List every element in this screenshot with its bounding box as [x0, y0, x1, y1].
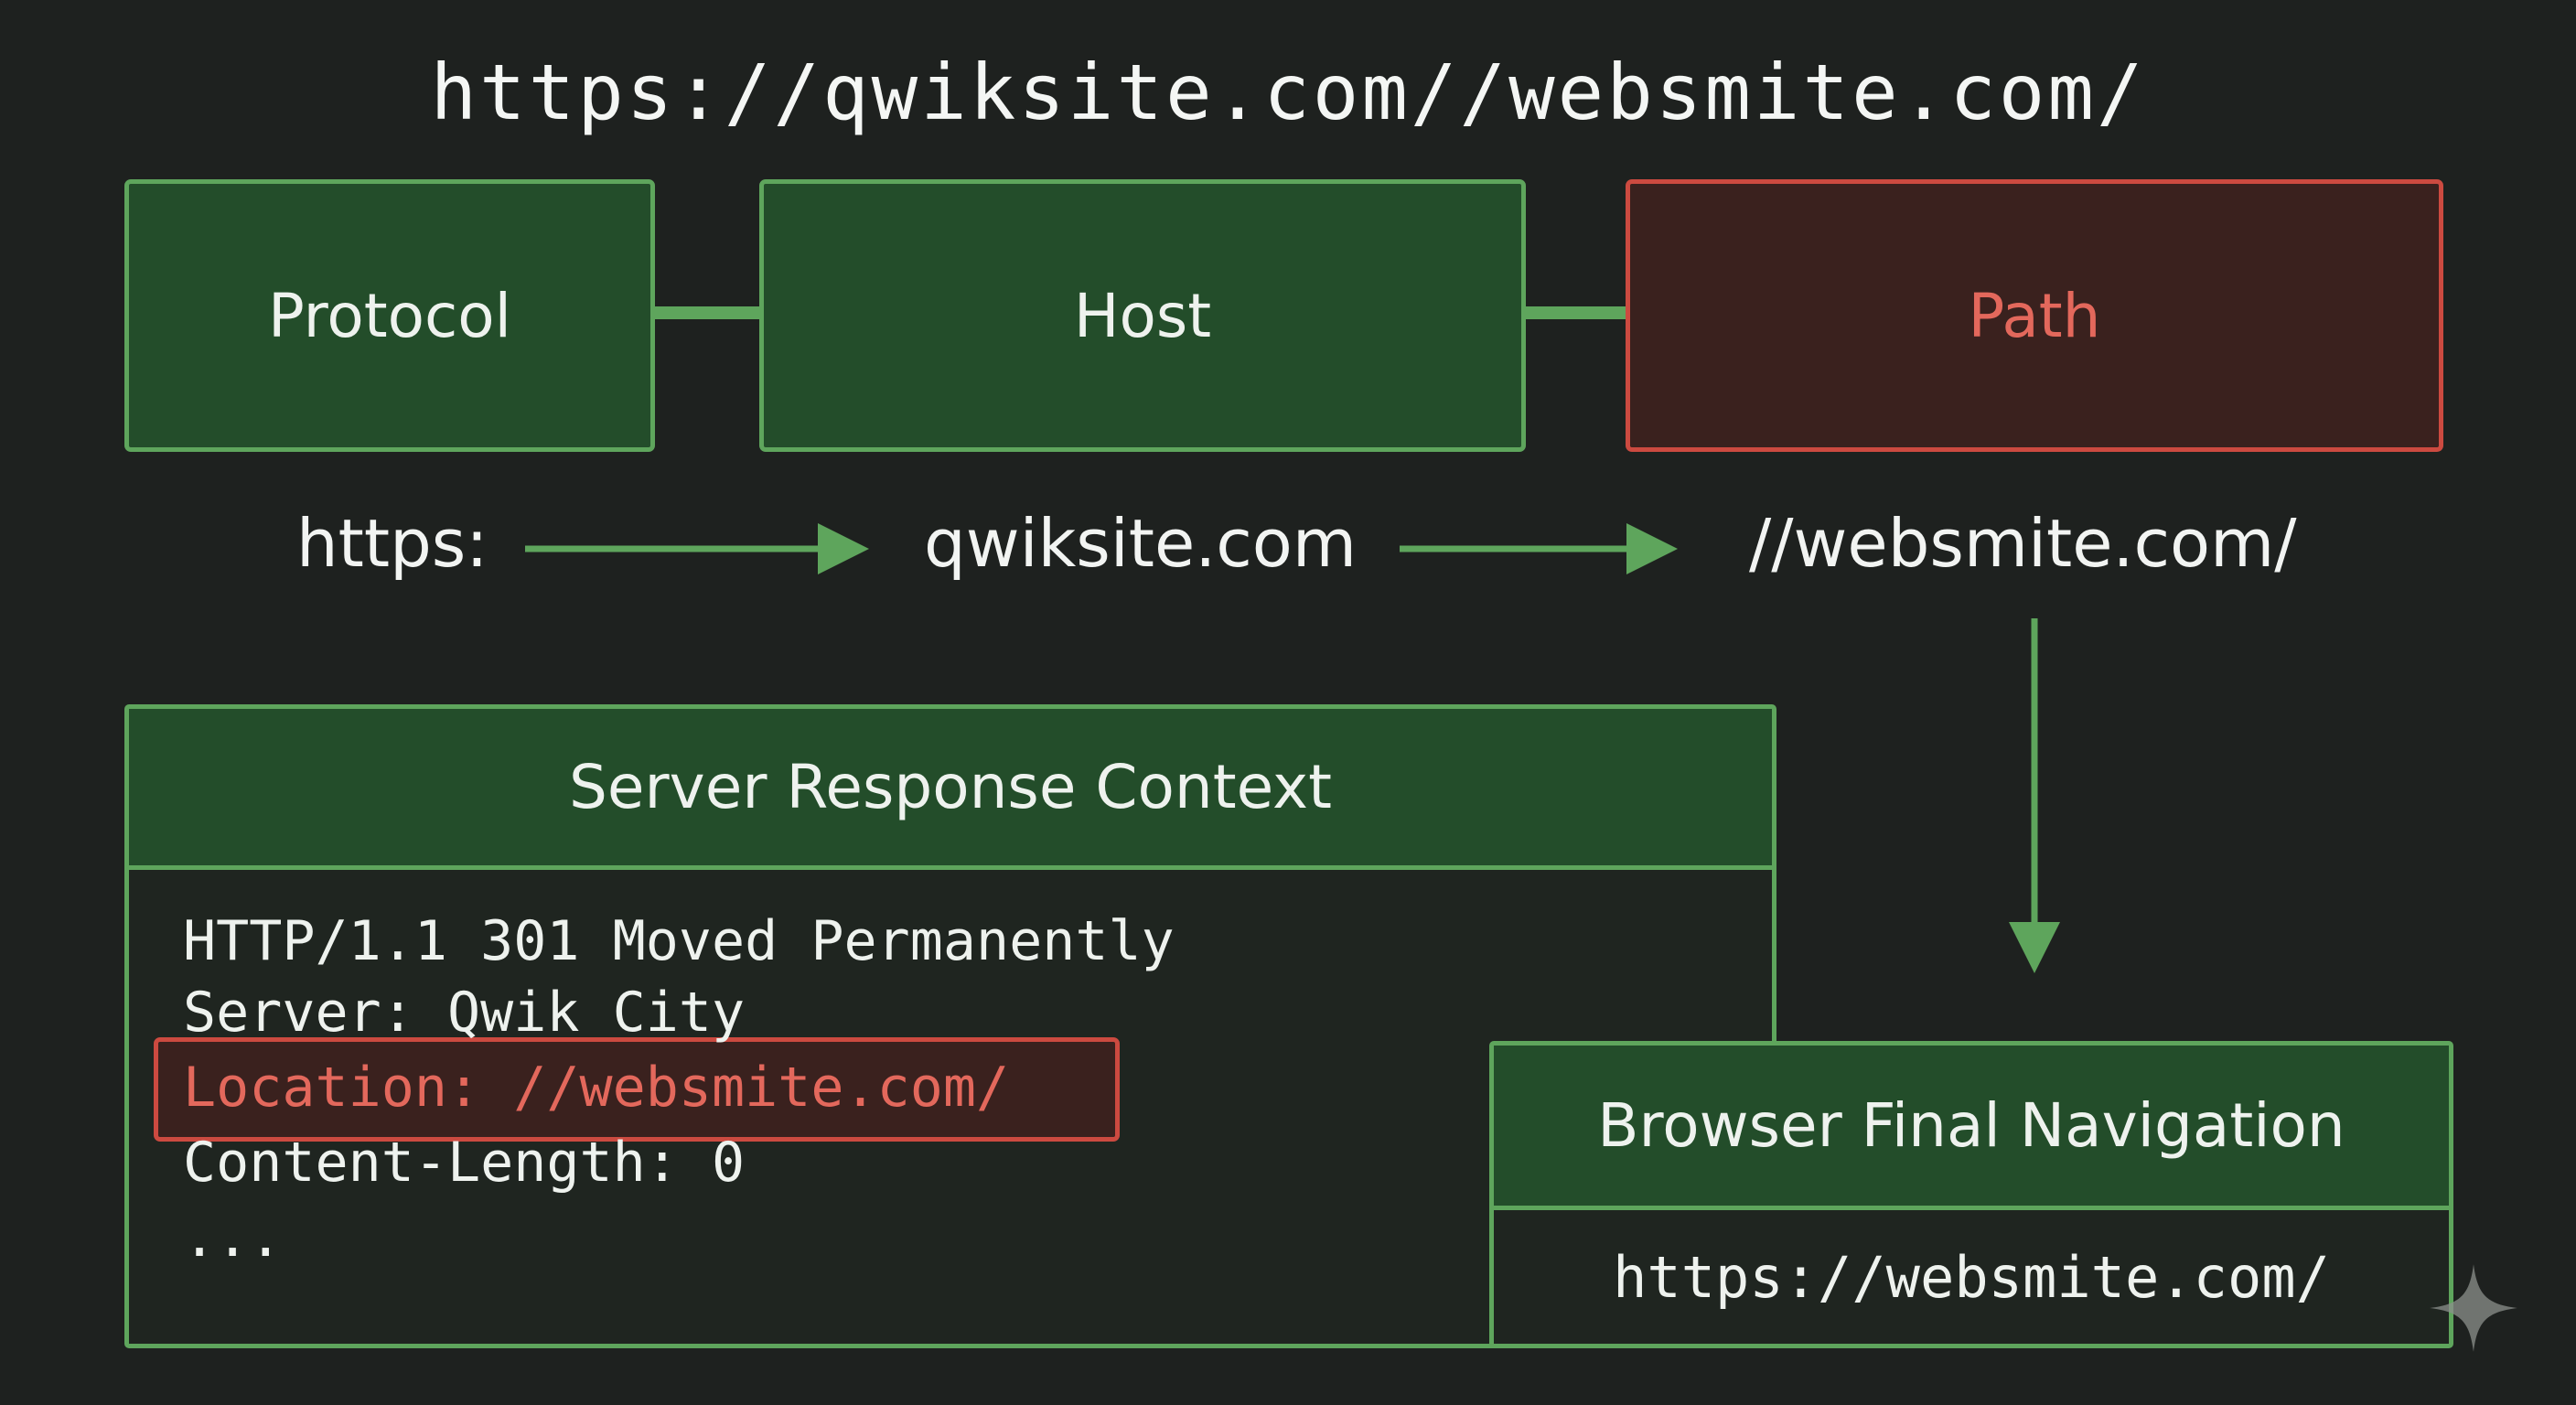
browser-final-url: https://websmite.com/ — [1613, 1243, 2330, 1311]
host-value: qwiksite.com — [924, 505, 1357, 582]
protocol-box: Protocol — [124, 179, 655, 452]
sparkle-icon — [2430, 1264, 2517, 1352]
protocol-label: Protocol — [268, 280, 511, 351]
path-value: //websmite.com/ — [1749, 505, 2297, 582]
host-label: Host — [1073, 280, 1212, 351]
server-response-title: Server Response Context — [129, 709, 1772, 870]
response-location-line: Location: //websmite.com/ — [183, 1056, 1010, 1120]
response-status-line: HTTP/1.1 301 Moved Permanently — [183, 909, 1175, 973]
response-server-line: Server: Qwik City — [183, 981, 746, 1045]
title-url: https://qwiksite.com//websmite.com/ — [430, 48, 2146, 137]
browser-navigation-title: Browser Final Navigation — [1494, 1046, 2449, 1210]
host-box: Host — [759, 179, 1526, 452]
response-more-line: ... — [183, 1206, 283, 1270]
location-highlight — [154, 1037, 1120, 1142]
response-content-length-line: Content-Length: 0 — [183, 1131, 746, 1195]
protocol-value: https: — [296, 505, 488, 582]
path-box: Path — [1626, 179, 2443, 452]
path-label: Path — [1968, 280, 2101, 351]
browser-navigation-panel: Browser Final Navigation https://websmit… — [1489, 1041, 2453, 1348]
